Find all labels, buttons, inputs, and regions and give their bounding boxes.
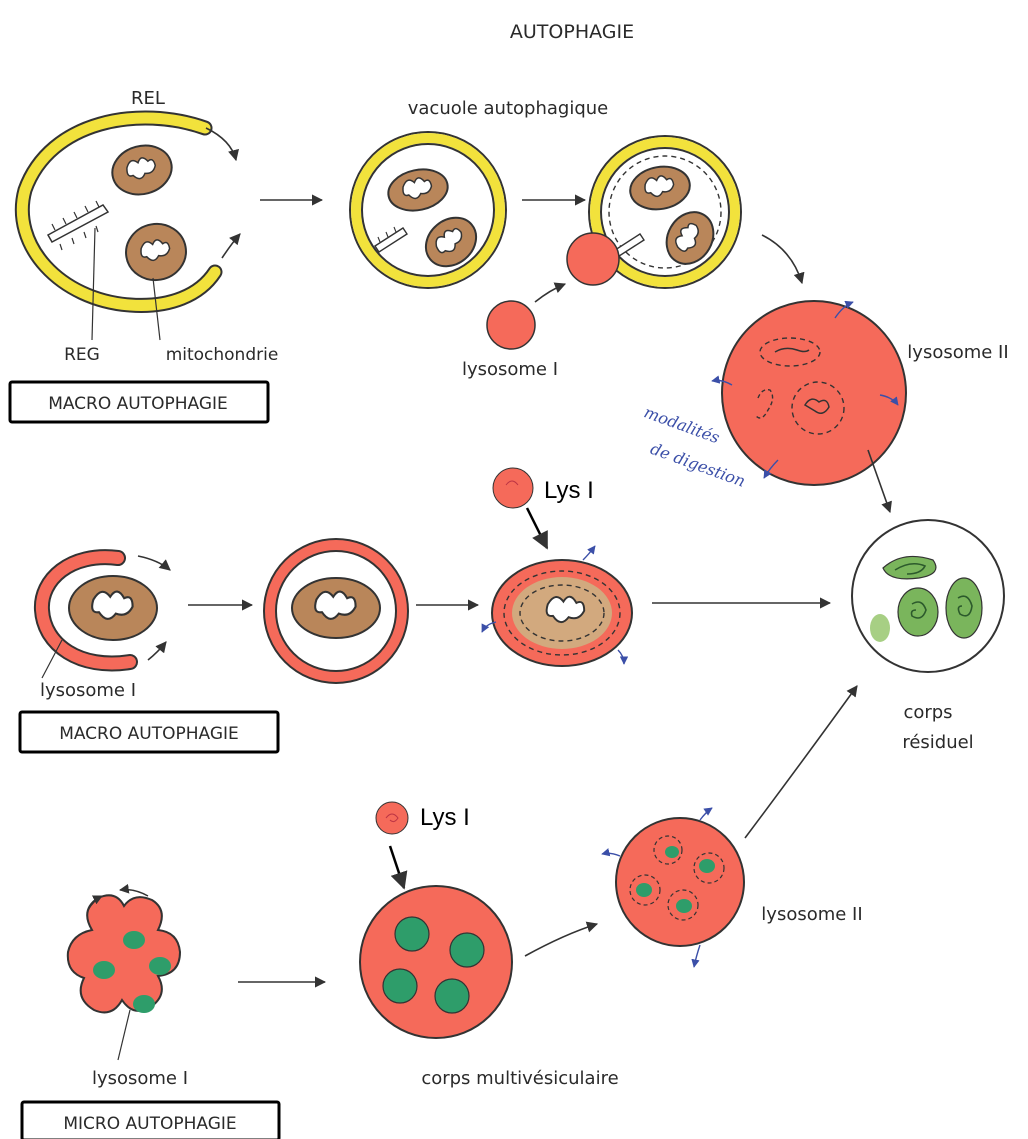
- secondary-lysosome-bottom: [602, 808, 744, 967]
- macro-autophagie-label-2: MACRO AUTOPHAGIE: [59, 724, 239, 744]
- lys1-mid-typed-label: Lys I: [544, 477, 594, 504]
- corps-residuel-line1: corps: [903, 702, 952, 723]
- lysosome1-bot-label: lysosome I: [92, 1068, 188, 1089]
- vacuole-label: vacuole autophagique: [408, 98, 609, 119]
- micro-autophagie-label: MICRO AUTOPHAGIE: [63, 1114, 236, 1134]
- macro-autophagie-label-1: MACRO AUTOPHAGIE: [48, 394, 228, 414]
- lysosome2-top-label: lysosome II: [907, 342, 1008, 363]
- residual-body: [852, 520, 1004, 672]
- lys1-bot-typed-label: Lys I: [420, 804, 470, 831]
- rel-label: REL: [131, 88, 165, 109]
- mitochondrie-label: mitochondrie: [166, 345, 279, 365]
- lysosome1-mid-label: lysosome I: [40, 680, 136, 701]
- lys1-bot-sphere: [376, 802, 408, 834]
- row2-mitochondrion: [69, 576, 157, 640]
- secondary-lysosome-top: [712, 301, 906, 485]
- micro-initial-lysosome: [68, 890, 180, 1060]
- reg-label: REG: [64, 345, 100, 365]
- lysosome-fusing: [567, 233, 619, 285]
- row1-initial-cell: [22, 118, 240, 340]
- row2-autophagosome: [264, 539, 408, 683]
- lys1-mid-sphere: [493, 468, 533, 508]
- autophagic-vacuole: [350, 132, 506, 288]
- mitochondrion-1: [107, 139, 177, 201]
- rel-membrane-fill: [22, 118, 215, 305]
- modalites-line2: de digestion: [648, 439, 748, 491]
- lysosome1-top-label: lysosome I: [462, 359, 558, 380]
- row2-digesting-lysosome: [482, 546, 632, 666]
- reg-organelle: [48, 205, 108, 242]
- lysosome-primary-top: [487, 301, 535, 349]
- lysosome2-bot-label: lysosome II: [761, 904, 862, 925]
- diagram-title: AUTOPHAGIE: [510, 21, 634, 43]
- mitochondrion-2: [122, 219, 191, 285]
- corps-multi-label: corps multivésiculaire: [421, 1068, 618, 1089]
- row2-initial: [42, 556, 170, 678]
- multivesicular-body: [360, 886, 512, 1038]
- corps-residuel-line2: résiduel: [902, 732, 973, 753]
